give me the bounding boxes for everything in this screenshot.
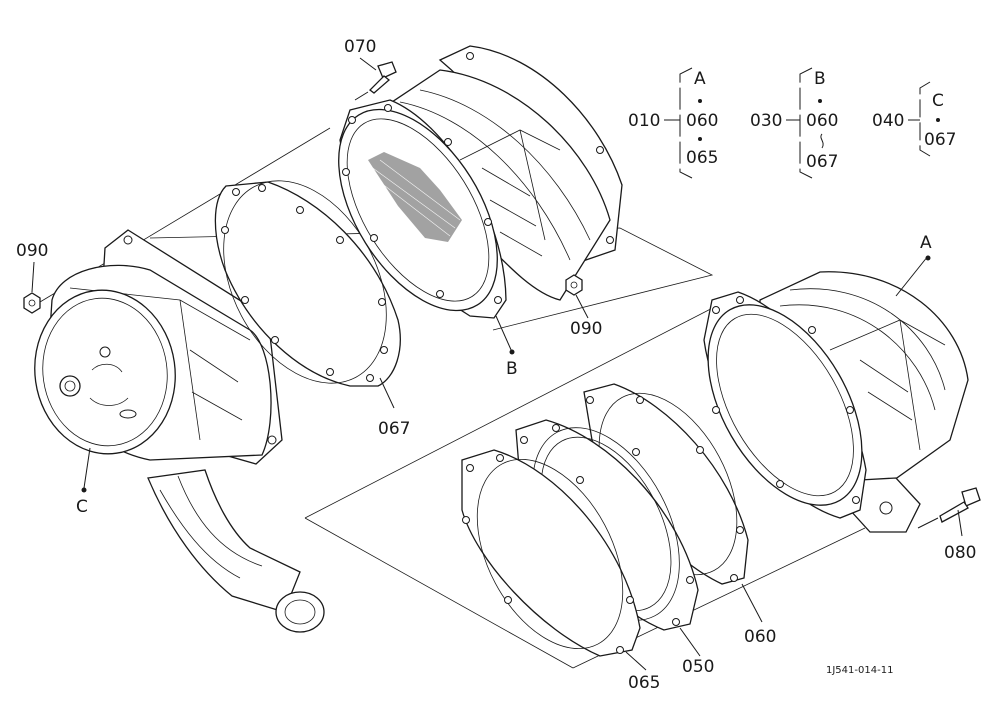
label-090-left: 090 — [16, 241, 48, 261]
svg-text:C: C — [932, 91, 944, 111]
legend-group-010: 010 A 060 065 — [628, 67, 718, 179]
label-ref-b: B — [506, 359, 518, 379]
nut-090-left — [23, 292, 41, 314]
part-a-catalyst-unit — [703, 271, 969, 533]
legend-group-040: 040 C 067 — [872, 81, 956, 157]
bolt-080 — [917, 487, 981, 529]
svg-text:067: 067 — [924, 130, 956, 150]
leader-lines — [31, 57, 963, 671]
assembly-legend: 010 A 060 065 030 B 060 067 040 C — [628, 67, 956, 179]
drawing-code: 1J541-014-11 — [826, 665, 893, 676]
gasket-067 — [214, 180, 401, 387]
part-c-silencer-assembly — [34, 229, 325, 633]
gasket-065 — [461, 449, 641, 657]
svg-text:060: 060 — [806, 111, 838, 131]
label-065: 065 — [628, 673, 660, 693]
label-080: 080 — [944, 543, 976, 563]
svg-text:067: 067 — [806, 152, 838, 172]
svg-text:040: 040 — [872, 111, 904, 131]
label-060: 060 — [744, 627, 776, 647]
svg-text:065: 065 — [686, 148, 718, 168]
part-labels: 070 090 090 067 080 060 050 065 A B C — [16, 37, 976, 693]
label-ref-a: A — [920, 233, 932, 253]
svg-text:B: B — [814, 69, 826, 89]
label-090-middle: 090 — [570, 319, 602, 339]
label-ref-c: C — [76, 497, 88, 517]
svg-text:010: 010 — [628, 111, 660, 131]
svg-text:060: 060 — [686, 111, 718, 131]
label-050: 050 — [682, 657, 714, 677]
nut-090-middle — [565, 274, 583, 296]
part-b-filter-unit — [338, 45, 623, 319]
svg-text:030: 030 — [750, 111, 782, 131]
bolt-070 — [354, 61, 397, 101]
legend-group-030: 030 B 060 067 — [750, 67, 838, 179]
label-067: 067 — [378, 419, 410, 439]
label-070: 070 — [344, 37, 376, 57]
svg-text:A: A — [694, 69, 706, 89]
